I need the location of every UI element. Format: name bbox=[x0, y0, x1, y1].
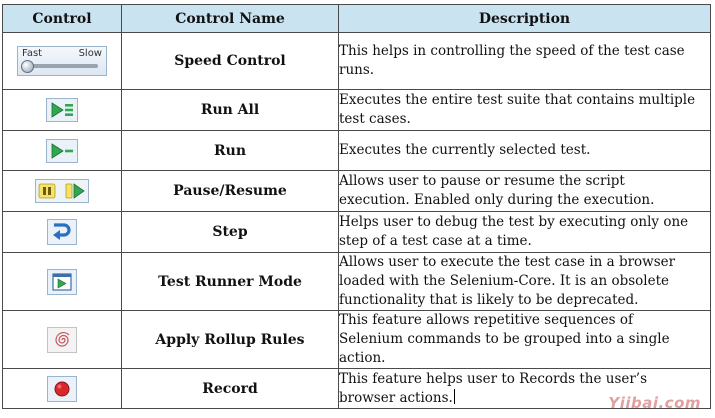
table-row: Step Helps user to debug the test by exe… bbox=[2, 211, 711, 253]
control-name: Run bbox=[121, 130, 339, 171]
table-row: Fast Slow Speed Control This helps in co… bbox=[2, 32, 711, 90]
table-row: Record This feature helps user to Record… bbox=[2, 368, 711, 409]
control-name: Step bbox=[121, 211, 339, 253]
table-row: Pause/Resume Allows user to pause or res… bbox=[2, 170, 711, 212]
control-description: Executes the currently selected test. bbox=[338, 130, 711, 171]
speed-slider-icon: Fast Slow bbox=[17, 46, 107, 76]
control-description: Allows user to execute the test case in … bbox=[338, 252, 711, 311]
speed-track bbox=[26, 64, 98, 68]
description-line: action. bbox=[339, 350, 386, 366]
description-line: This feature helps user to Records the u… bbox=[339, 370, 648, 387]
rollup-icon bbox=[47, 326, 77, 353]
description-line: Selenium commands to be grouped into a s… bbox=[339, 331, 670, 347]
run-all-icon bbox=[46, 98, 78, 122]
text-cursor bbox=[453, 388, 455, 404]
description-line: loaded with the Selenium-Core. It is an … bbox=[339, 273, 670, 289]
control-cell: Fast Slow bbox=[2, 32, 122, 90]
table-row: Test Runner Mode Allows user to execute … bbox=[2, 252, 711, 311]
description-line: functionality that is likely to be depre… bbox=[339, 292, 639, 308]
table-row: Run Executes the currently selected test… bbox=[2, 130, 711, 171]
control-cell bbox=[2, 211, 122, 253]
description-line: browser actions. bbox=[339, 389, 453, 406]
description-line: Allows user to execute the test case in … bbox=[339, 254, 676, 270]
control-description: Executes the entire test suite that cont… bbox=[338, 89, 711, 131]
control-name: Speed Control bbox=[121, 32, 339, 90]
control-cell bbox=[2, 89, 122, 131]
description-line: runs. bbox=[339, 62, 375, 78]
description-line: This helps in controlling the speed of t… bbox=[339, 43, 685, 59]
table-header-row: Control Control Name Description bbox=[2, 4, 711, 33]
description-line: step of a test case at a time. bbox=[339, 233, 532, 249]
speed-knob bbox=[21, 60, 34, 73]
control-name: Apply Rollup Rules bbox=[121, 310, 339, 369]
control-description: Allows user to pause or resume the scrip… bbox=[338, 170, 711, 212]
table-row: Run All Executes the entire test suite t… bbox=[2, 89, 711, 131]
watermark: Yiibai.com bbox=[608, 394, 701, 412]
control-description: This feature allows repetitive sequences… bbox=[338, 310, 711, 369]
description-line: This feature allows repetitive sequences… bbox=[339, 312, 634, 328]
table-row: Apply Rollup Rules This feature allows r… bbox=[2, 310, 711, 369]
control-description: This feature helps user to Records the u… bbox=[338, 368, 711, 409]
header-description: Description bbox=[338, 4, 711, 33]
header-control-name: Control Name bbox=[121, 4, 339, 33]
speed-slow-label: Slow bbox=[78, 48, 102, 59]
control-name: Pause/Resume bbox=[121, 170, 339, 212]
control-cell bbox=[2, 368, 122, 409]
control-cell bbox=[2, 170, 122, 212]
header-control: Control bbox=[2, 4, 122, 33]
description-line: execution. Enabled only during the execu… bbox=[339, 192, 655, 208]
step-icon bbox=[47, 219, 77, 245]
control-name: Run All bbox=[121, 89, 339, 131]
controls-table: Control Control Name Description Fast Sl… bbox=[2, 4, 711, 409]
control-description: Helps user to debug the test by executin… bbox=[338, 211, 711, 253]
control-name: Record bbox=[121, 368, 339, 409]
control-description: This helps in controlling the speed of t… bbox=[338, 32, 711, 90]
control-name: Test Runner Mode bbox=[121, 252, 339, 311]
speed-fast-label: Fast bbox=[22, 48, 43, 59]
control-cell bbox=[2, 310, 122, 369]
description-line: test cases. bbox=[339, 111, 411, 127]
description-line: Helps user to debug the test by executin… bbox=[339, 214, 689, 230]
test-runner-icon bbox=[47, 268, 77, 295]
control-cell bbox=[2, 130, 122, 171]
run-icon bbox=[46, 138, 78, 163]
record-icon bbox=[47, 375, 77, 402]
control-cell bbox=[2, 252, 122, 311]
pause-resume-icon bbox=[35, 179, 89, 203]
description-line: Executes the currently selected test. bbox=[339, 142, 591, 158]
description-line: Executes the entire test suite that cont… bbox=[339, 92, 696, 108]
description-line: Allows user to pause or resume the scrip… bbox=[339, 173, 625, 189]
